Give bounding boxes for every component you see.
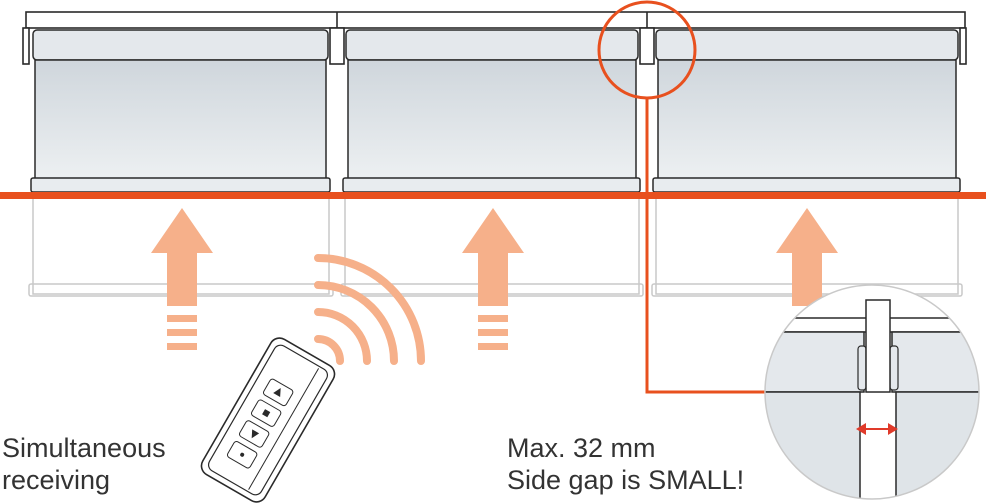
simultaneous-receiving-caption: Simultaneous receiving	[2, 432, 166, 496]
lift-arrow-icon	[776, 208, 838, 306]
lift-arrow-icon	[462, 208, 524, 350]
double-arrow-icon	[856, 423, 898, 435]
blind-right	[652, 29, 961, 193]
caption-line: Simultaneous	[2, 433, 166, 463]
side-gap-caption: Max. 32 mm Side gap is SMALL!	[507, 432, 744, 496]
magnifier-circle-icon	[764, 284, 980, 500]
remote-control-icon	[200, 337, 336, 503]
wireless-signal-icon	[314, 254, 425, 365]
top-rail	[22, 11, 967, 65]
alignment-line	[0, 192, 986, 199]
gap-highlight	[597, 0, 765, 394]
caption-line: Side gap is SMALL!	[507, 465, 745, 495]
caption-line: receiving	[2, 465, 111, 495]
blind-middle	[342, 29, 641, 193]
caption-line: Max. 32 mm	[507, 433, 656, 463]
lift-arrow-icon	[151, 208, 213, 350]
blind-left	[30, 29, 331, 193]
